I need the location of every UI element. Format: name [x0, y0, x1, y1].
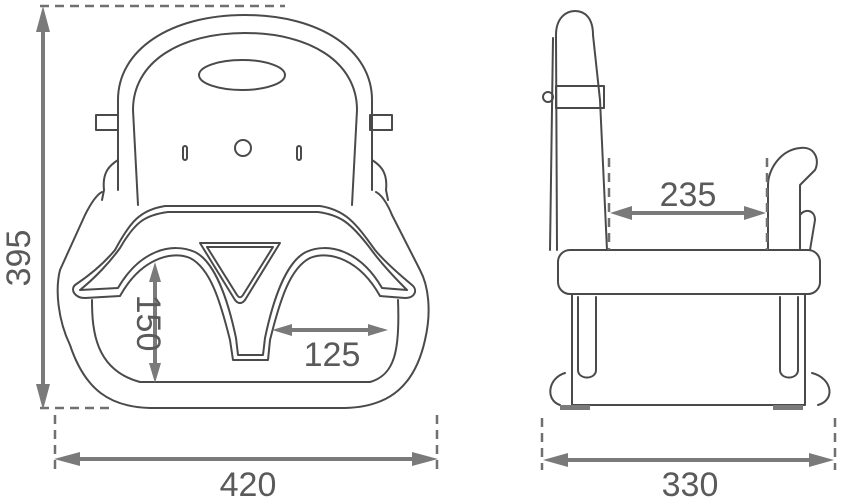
left-shoulder	[101, 129, 119, 201]
side-foot-right	[811, 372, 831, 406]
side-armrest	[767, 146, 818, 251]
right-shoulder	[371, 129, 389, 201]
side-view: 235 330	[540, 10, 837, 500]
backrest-inner-outline	[132, 32, 358, 206]
height-label: 395	[0, 230, 38, 287]
arrow-right-icon	[744, 206, 766, 220]
center-hole	[234, 139, 252, 157]
side-leg-right	[779, 296, 799, 379]
side-foot-pad-right	[773, 405, 803, 410]
seat-bottom-line	[91, 299, 400, 383]
seat-depth-label: 150	[129, 295, 167, 352]
width-label: 420	[220, 466, 277, 500]
side-leg-left	[577, 296, 597, 379]
strap-slot-left	[182, 145, 188, 161]
seat-rim-inner	[79, 211, 408, 356]
side-foot-left	[549, 372, 566, 406]
buckle-left	[95, 114, 119, 131]
arrow-down-icon	[149, 363, 161, 383]
side-backrest-back	[549, 37, 554, 251]
crotch-guard	[199, 242, 281, 304]
crotch-guard-inner	[206, 246, 274, 299]
front-view: 395 150 125 420	[0, 4, 439, 500]
arrow-down-icon	[36, 384, 50, 410]
side-base	[571, 293, 806, 406]
buckle-right	[369, 114, 393, 131]
leg-opening-label: 125	[304, 336, 361, 374]
arrow-right-icon	[809, 453, 834, 467]
arrow-right-icon	[412, 452, 438, 466]
overall-depth-label: 330	[662, 466, 719, 500]
arrow-left-icon	[543, 453, 568, 467]
arrow-left-icon	[54, 452, 80, 466]
side-seat-cushion	[557, 249, 821, 295]
handle-slot	[198, 59, 286, 91]
backrest-outline	[117, 14, 373, 191]
arrow-left-icon	[610, 206, 632, 220]
side-backrest	[555, 10, 608, 251]
side-foot-pad-left	[560, 405, 590, 410]
arrow-right-icon	[368, 324, 388, 336]
strap-slot-right	[296, 145, 302, 161]
arrow-left-icon	[272, 324, 292, 336]
seat-depth-side-label: 235	[660, 176, 717, 214]
side-armrest-clip	[799, 209, 816, 251]
side-buckle-pin	[542, 91, 554, 103]
arrow-up-icon	[149, 262, 161, 282]
seat-rim-outline	[72, 205, 417, 361]
seat-base-outline	[56, 191, 430, 409]
side-buckle	[555, 85, 605, 109]
arrow-up-icon	[36, 6, 50, 32]
